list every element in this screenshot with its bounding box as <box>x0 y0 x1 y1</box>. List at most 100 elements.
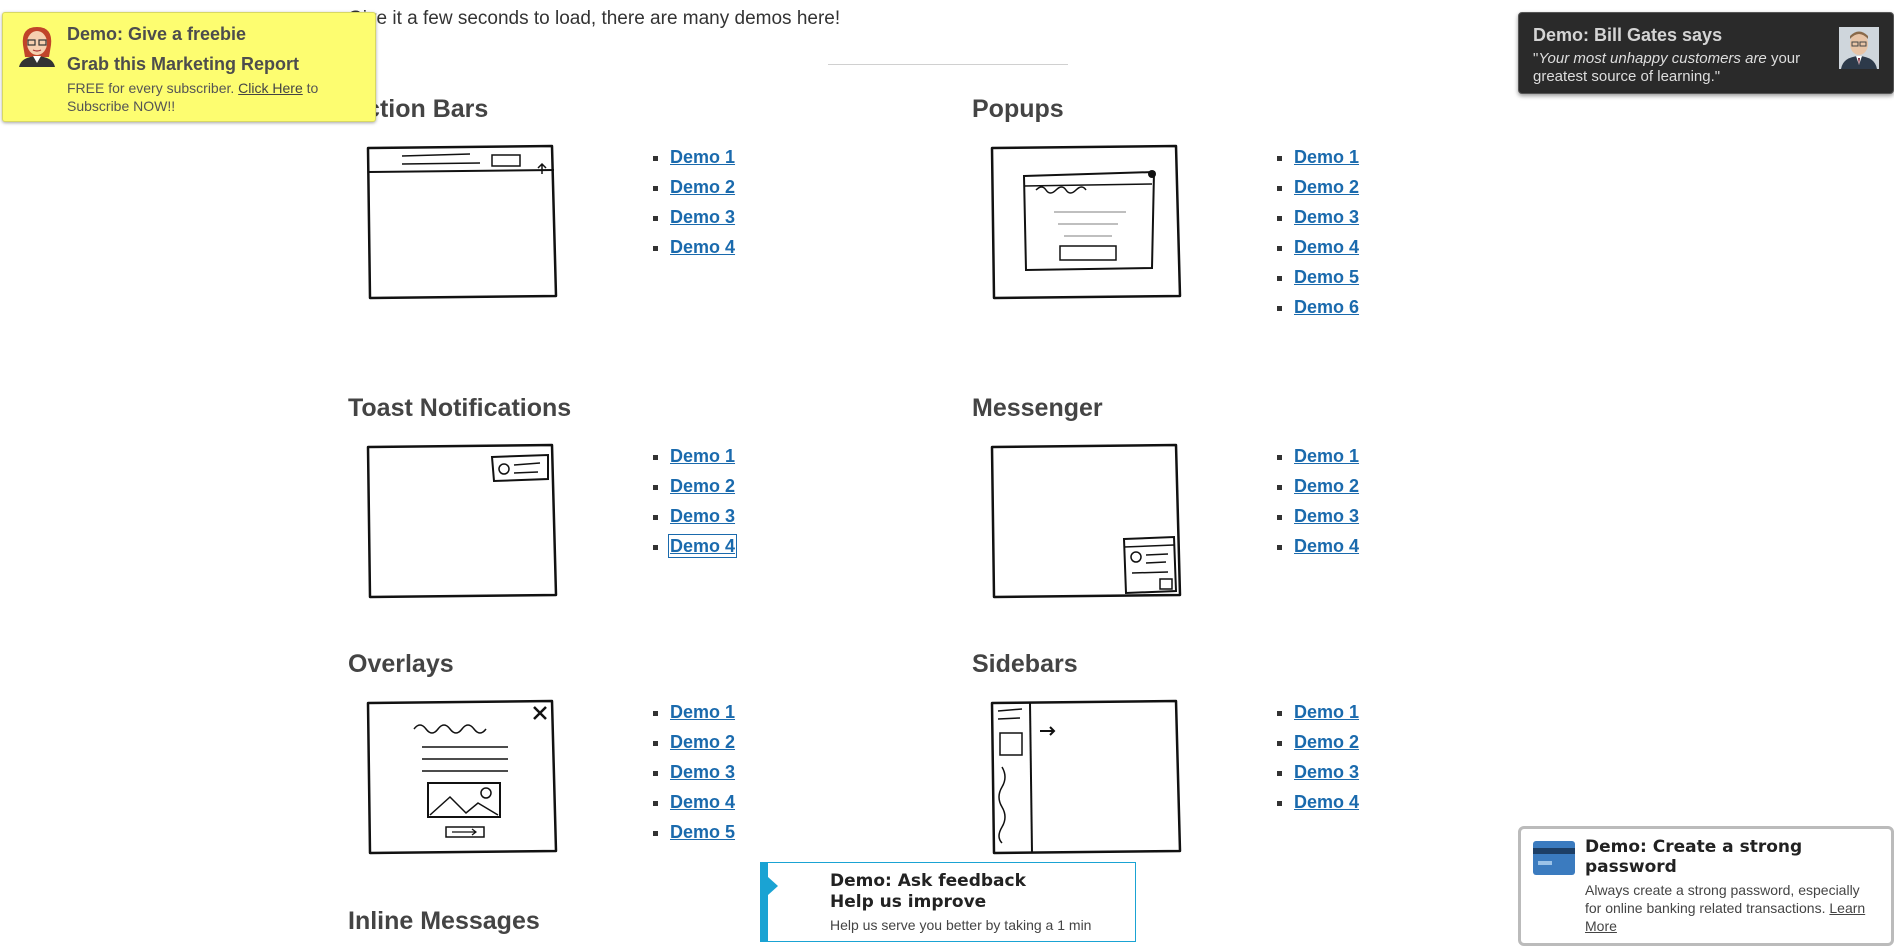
demo-link[interactable]: Demo 4 <box>1294 237 1360 257</box>
popup-sketch <box>990 144 1182 300</box>
list-item: Demo 3 <box>670 757 735 787</box>
list-item: Demo 3 <box>1294 501 1359 531</box>
demo-link[interactable]: Demo 2 <box>1294 476 1360 496</box>
demo-link[interactable]: Demo 1 <box>1294 446 1360 466</box>
intro-text: Give it a few seconds to load, there are… <box>348 8 841 29</box>
section-action-bars: Action Bars Demo 1 Demo 2 Demo 3 Demo 4 <box>348 94 908 314</box>
demo-link[interactable]: Demo 4 <box>670 792 736 812</box>
demo-link[interactable]: Demo 2 <box>670 177 736 197</box>
learn-more-link[interactable]: Learn More <box>1585 900 1866 934</box>
list-item: Demo 2 <box>670 727 735 757</box>
feedback-text: Help us serve you better by taking a 1 m… <box>830 917 1092 933</box>
demo-link[interactable]: Demo 3 <box>1294 506 1360 526</box>
feedback-subtitle: Help us improve <box>830 892 987 912</box>
arrow-right-icon <box>768 877 778 895</box>
list-item: Demo 6 <box>1294 292 1359 322</box>
section-title: Messenger <box>972 394 1103 422</box>
demo-link[interactable]: Demo 4 <box>667 534 738 558</box>
section-inline-messages: Inline Messages <box>348 906 908 936</box>
list-item: Demo 2 <box>1294 172 1359 202</box>
toast-sketch <box>366 443 558 599</box>
list-item: Demo 3 <box>670 202 735 232</box>
quote-body: "Your most unhappy customers are your gr… <box>1533 50 1833 86</box>
section-title: Popups <box>972 95 1064 123</box>
list-item: Demo 3 <box>1294 202 1359 232</box>
demo-link[interactable]: Demo 1 <box>670 147 736 167</box>
list-item: Demo 2 <box>670 172 735 202</box>
list-item: Demo 2 <box>1294 471 1359 501</box>
list-item: Demo 1 <box>670 142 735 172</box>
password-body: Always create a strong password, especia… <box>1585 882 1860 916</box>
demo-link[interactable]: Demo 6 <box>1294 297 1360 317</box>
demo-link[interactable]: Demo 3 <box>670 207 736 227</box>
section-sidebars: Sidebars Demo 1 Demo 2 Demo 3 Demo 4 <box>972 649 1532 859</box>
demo-link[interactable]: Demo 2 <box>670 476 736 496</box>
quote-toast[interactable]: Demo: Bill Gates says "Your most unhappy… <box>1518 12 1894 94</box>
overlay-sketch <box>366 699 558 855</box>
demo-list: Demo 1 Demo 2 Demo 3 Demo 4 <box>648 142 735 262</box>
quote-rest: your greatest source of learning." <box>1533 50 1801 85</box>
demo-link[interactable]: Demo 2 <box>1294 732 1360 752</box>
quote-italic: Your most unhappy customers are <box>1538 50 1767 67</box>
demo-link[interactable]: Demo 1 <box>670 446 736 466</box>
feedback-title: Demo: Ask feedback <box>830 871 1026 891</box>
list-item: Demo 1 <box>1294 142 1359 172</box>
demo-link[interactable]: Demo 1 <box>1294 147 1360 167</box>
list-item: Demo 4 <box>670 787 735 817</box>
demo-link[interactable]: Demo 5 <box>670 822 736 842</box>
sidebar-sketch <box>990 699 1182 855</box>
section-popups: Popups Demo 1 Demo 2 Demo 3 Demo 4 Demo … <box>972 94 1532 354</box>
list-item: Demo 1 <box>670 697 735 727</box>
section-overlays: Overlays Demo 1 Demo 2 Demo 3 Demo 4 Dem… <box>348 649 908 859</box>
freebie-text-end: to Subscribe NOW!! <box>67 80 319 114</box>
messenger-sketch <box>990 443 1182 599</box>
demo-link[interactable]: Demo 3 <box>670 506 736 526</box>
password-text: Always create a strong password, especia… <box>1585 881 1877 935</box>
list-item: Demo 2 <box>670 471 735 501</box>
quote-open: " <box>1533 50 1539 67</box>
demo-list: Demo 1 Demo 2 Demo 3 Demo 4 <box>1272 441 1359 561</box>
freebie-text: FREE for every subscriber. Click Here to… <box>67 79 361 115</box>
section-title: Sidebars <box>972 650 1078 678</box>
click-here-link[interactable]: Click Here <box>238 80 303 96</box>
demo-link[interactable]: Demo 1 <box>1294 702 1360 722</box>
quote-title: Demo: Bill Gates says <box>1533 25 1723 45</box>
list-item: Demo 3 <box>1294 757 1359 787</box>
list-item: Demo 4 <box>1294 787 1359 817</box>
demo-list: Demo 1 Demo 2 Demo 3 Demo 4 Demo 5 Demo … <box>1272 142 1359 322</box>
demo-link[interactable]: Demo 4 <box>1294 792 1360 812</box>
list-item: Demo 1 <box>1294 697 1359 727</box>
demo-link[interactable]: Demo 3 <box>1294 762 1360 782</box>
person-photo-icon <box>1839 27 1879 69</box>
demo-list: Demo 1 Demo 2 Demo 3 Demo 4 Demo 5 <box>648 697 735 847</box>
list-item: Demo 5 <box>1294 262 1359 292</box>
credit-card-icon <box>1533 841 1575 875</box>
password-notification[interactable]: Demo: Create a strong password Always cr… <box>1518 826 1894 946</box>
list-item: Demo 4 <box>1294 232 1359 262</box>
section-title: Action Bars <box>348 95 489 123</box>
list-item: Demo 3 <box>670 501 735 531</box>
feedback-bar[interactable]: Demo: Ask feedback Help us improve Help … <box>760 862 1136 942</box>
section-messenger: Messenger Demo 1 Demo 2 Demo 3 Demo 4 <box>972 393 1532 613</box>
password-title: Demo: Create a strong password <box>1585 837 1803 877</box>
freebie-title: Demo: Give a freebie <box>67 24 247 44</box>
demo-link[interactable]: Demo 4 <box>670 237 736 257</box>
list-item: Demo 1 <box>1294 441 1359 471</box>
list-item: Demo 2 <box>1294 727 1359 757</box>
list-item: Demo 5 <box>670 817 735 847</box>
demo-link[interactable]: Demo 2 <box>670 732 736 752</box>
demo-list: Demo 1 Demo 2 Demo 3 Demo 4 <box>648 441 738 561</box>
demo-link[interactable]: Demo 2 <box>1294 177 1360 197</box>
action-bar-sketch <box>366 144 558 300</box>
demo-link[interactable]: Demo 4 <box>1294 536 1360 556</box>
demo-link[interactable]: Demo 5 <box>1294 267 1360 287</box>
freebie-popup[interactable]: Demo: Give a freebie Grab this Marketing… <box>2 12 376 122</box>
list-item: Demo 4 <box>1294 531 1359 561</box>
section-title: Overlays <box>348 650 454 678</box>
list-item: Demo 4 <box>670 232 735 262</box>
woman-avatar-icon <box>15 23 59 67</box>
section-title: Toast Notifications <box>348 394 572 422</box>
demo-link[interactable]: Demo 3 <box>670 762 736 782</box>
demo-link[interactable]: Demo 1 <box>670 702 736 722</box>
demo-link[interactable]: Demo 3 <box>1294 207 1360 227</box>
